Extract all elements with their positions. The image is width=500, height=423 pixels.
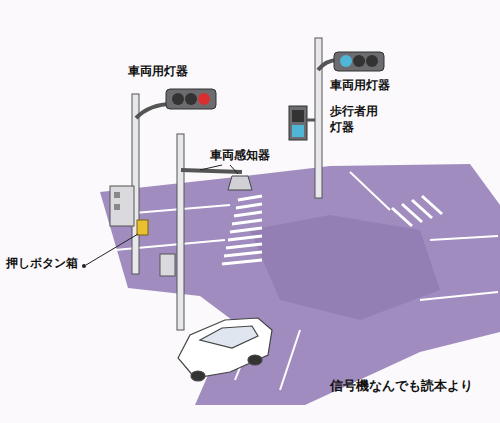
source-caption: 信号機なんでも読本より bbox=[330, 378, 473, 395]
vehicle-detector bbox=[160, 134, 252, 330]
pedestrian-signal-label: 歩行者用 灯器 bbox=[330, 104, 384, 135]
crosswalk bbox=[222, 196, 442, 264]
leader-dot bbox=[82, 264, 86, 268]
intersection-area bbox=[250, 215, 440, 320]
vehicle-signal-left bbox=[132, 89, 216, 274]
push-button-box bbox=[137, 220, 148, 235]
signal-label: 車両用灯器 bbox=[330, 78, 390, 94]
leader-lines bbox=[86, 165, 238, 265]
road-surface bbox=[100, 164, 500, 405]
push-button-label: 押しボタン箱 bbox=[6, 256, 78, 272]
pedestrian-signal bbox=[289, 106, 315, 140]
car bbox=[178, 318, 272, 381]
signal-label: 車両用灯器 bbox=[128, 64, 188, 80]
control-box bbox=[110, 186, 134, 226]
detector-label: 車両感知器 bbox=[210, 148, 270, 164]
vehicle-signal-right bbox=[315, 38, 384, 198]
lane-markings bbox=[110, 172, 498, 390]
